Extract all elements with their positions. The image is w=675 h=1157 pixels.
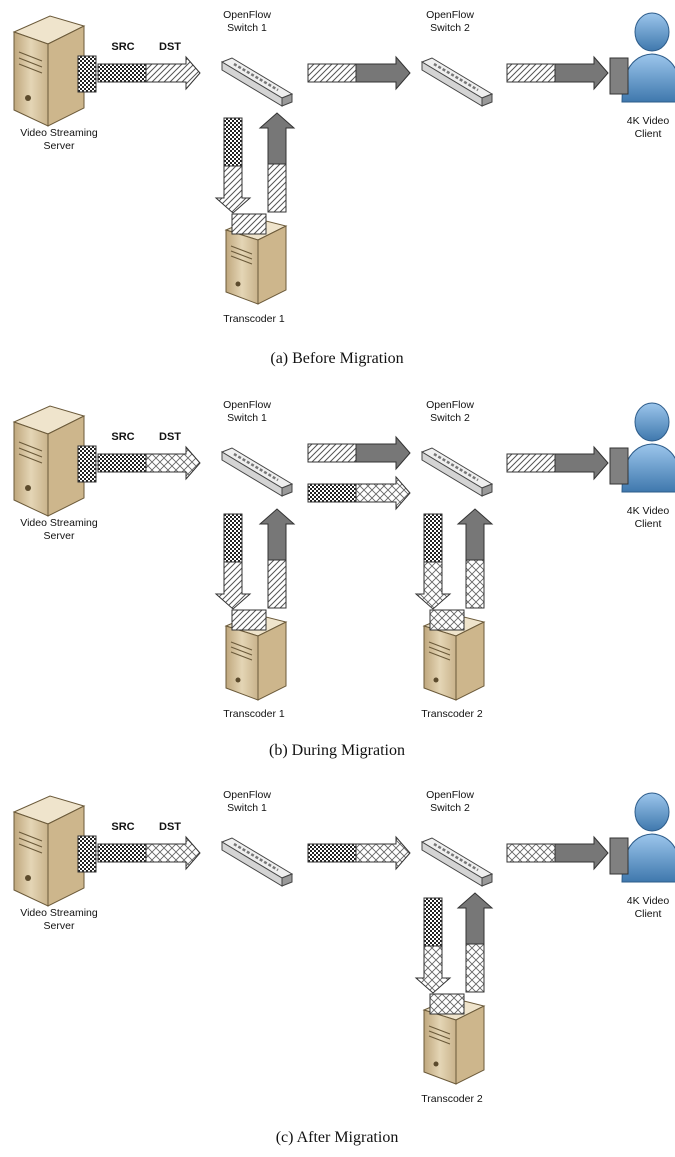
video-server <box>12 795 97 907</box>
transcoder-port <box>231 213 267 235</box>
transcoder1 <box>224 609 288 701</box>
switch2-icon <box>420 837 494 887</box>
client-icon <box>609 402 675 493</box>
flow-transcoder1-to-switch1 <box>258 112 296 213</box>
flow-transcoder2-to-switch2 <box>456 508 494 609</box>
transcoder2-label: Transcoder 2 <box>421 708 483 720</box>
transcoder2 <box>422 609 486 701</box>
flow-switch2-to-transcoder2 <box>414 513 452 610</box>
client-icon <box>609 792 675 883</box>
transcoder-port <box>231 609 267 631</box>
switch2-icon <box>420 447 494 497</box>
transcoder1-label: Transcoder 1 <box>223 708 285 720</box>
dst-label: DST <box>159 431 181 443</box>
server-icon <box>12 15 86 127</box>
dst-label: DST <box>159 821 181 833</box>
transcoder1 <box>224 213 288 305</box>
caption-c: (c) After Migration <box>276 1129 399 1146</box>
transcoder2-label: Transcoder 2 <box>421 1093 483 1105</box>
flow-switch1-to-switch2 <box>307 55 411 91</box>
server-port <box>77 55 97 93</box>
src-label: SRC <box>111 431 134 443</box>
flow-transcoder1-to-switch1 <box>258 508 296 609</box>
flow-transcoder2-to-switch2 <box>456 892 494 993</box>
server-icon <box>422 997 486 1085</box>
switch1-icon <box>220 837 294 887</box>
flow-switch2-to-client <box>506 835 609 871</box>
transcoder-port <box>429 609 465 631</box>
server-port <box>77 445 97 483</box>
server-icon <box>12 405 86 517</box>
caption-a: (a) Before Migration <box>270 350 403 367</box>
dst-label: DST <box>159 41 181 53</box>
transcoder-port <box>429 993 465 1015</box>
transcoder2 <box>422 993 486 1085</box>
server-port <box>77 835 97 873</box>
flow-switch1-to-transcoder1 <box>214 513 252 610</box>
switch1-icon <box>220 447 294 497</box>
flow-switch2-to-client <box>506 445 609 481</box>
flow-switch2-to-transcoder2 <box>414 897 452 994</box>
flow-switch1-to-transcoder1 <box>214 117 252 214</box>
flow-server-to-switch1 <box>97 835 201 871</box>
flow-server-to-switch1 <box>97 445 201 481</box>
server-icon <box>12 795 86 907</box>
flow-switch2-to-client <box>506 55 609 91</box>
src-label: SRC <box>111 821 134 833</box>
client-icon <box>609 12 675 103</box>
video-server <box>12 15 97 127</box>
flow-switch1-to-switch2-original <box>307 475 411 511</box>
video-server <box>12 405 97 517</box>
transcoder1-label: Transcoder 1 <box>223 313 285 325</box>
switch1-icon <box>220 57 294 107</box>
flow-server-to-switch1 <box>97 55 201 91</box>
flow-switch1-to-switch2-transcoded <box>307 435 411 471</box>
flow-switch1-to-switch2 <box>307 835 411 871</box>
switch2-icon <box>420 57 494 107</box>
src-label: SRC <box>111 41 134 53</box>
caption-b: (b) During Migration <box>269 742 405 759</box>
